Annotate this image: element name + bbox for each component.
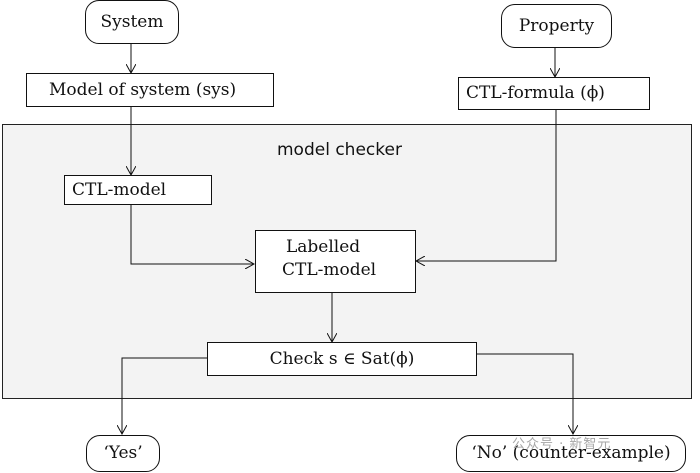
labelled-ctl-model-box: Labelled CTL-model (255, 230, 416, 293)
model-of-system-label: Model of system (sys) (49, 79, 237, 100)
system-node: System (85, 0, 179, 44)
property-label: Property (518, 15, 595, 36)
ctl-formula-label: CTL-formula (ϕ) (466, 83, 605, 104)
ctl-formula-box: CTL-formula (ϕ) (458, 77, 650, 110)
no-node: ‘No’ (counter-example) (456, 435, 686, 472)
system-label: System (100, 11, 164, 32)
watermark: 公众号 · 新智元 (512, 437, 612, 452)
yes-node: ‘Yes’ (86, 435, 160, 472)
edge-ctlmodel-to-labelled (130, 205, 254, 264)
check-box: Check s ∈ Sat(ϕ) (207, 342, 477, 376)
labelled-line2: CTL-model (282, 260, 377, 281)
ctl-model-box: CTL-model (64, 175, 212, 205)
labelled-line1: Labelled (286, 237, 361, 257)
model-checker-label: model checker (277, 140, 402, 160)
ctl-model-label: CTL-model (72, 179, 167, 200)
edge-check-to-yes (122, 357, 207, 434)
yes-label: ‘Yes’ (103, 443, 143, 464)
property-node: Property (501, 4, 612, 48)
model-of-system-box: Model of system (sys) (26, 73, 274, 107)
edge-check-to-no (477, 353, 573, 434)
no-label: ‘No’ (counter-example) (471, 443, 671, 464)
check-label: Check s ∈ Sat(ϕ) (269, 348, 415, 369)
edge-formula-to-labelled (416, 110, 557, 261)
